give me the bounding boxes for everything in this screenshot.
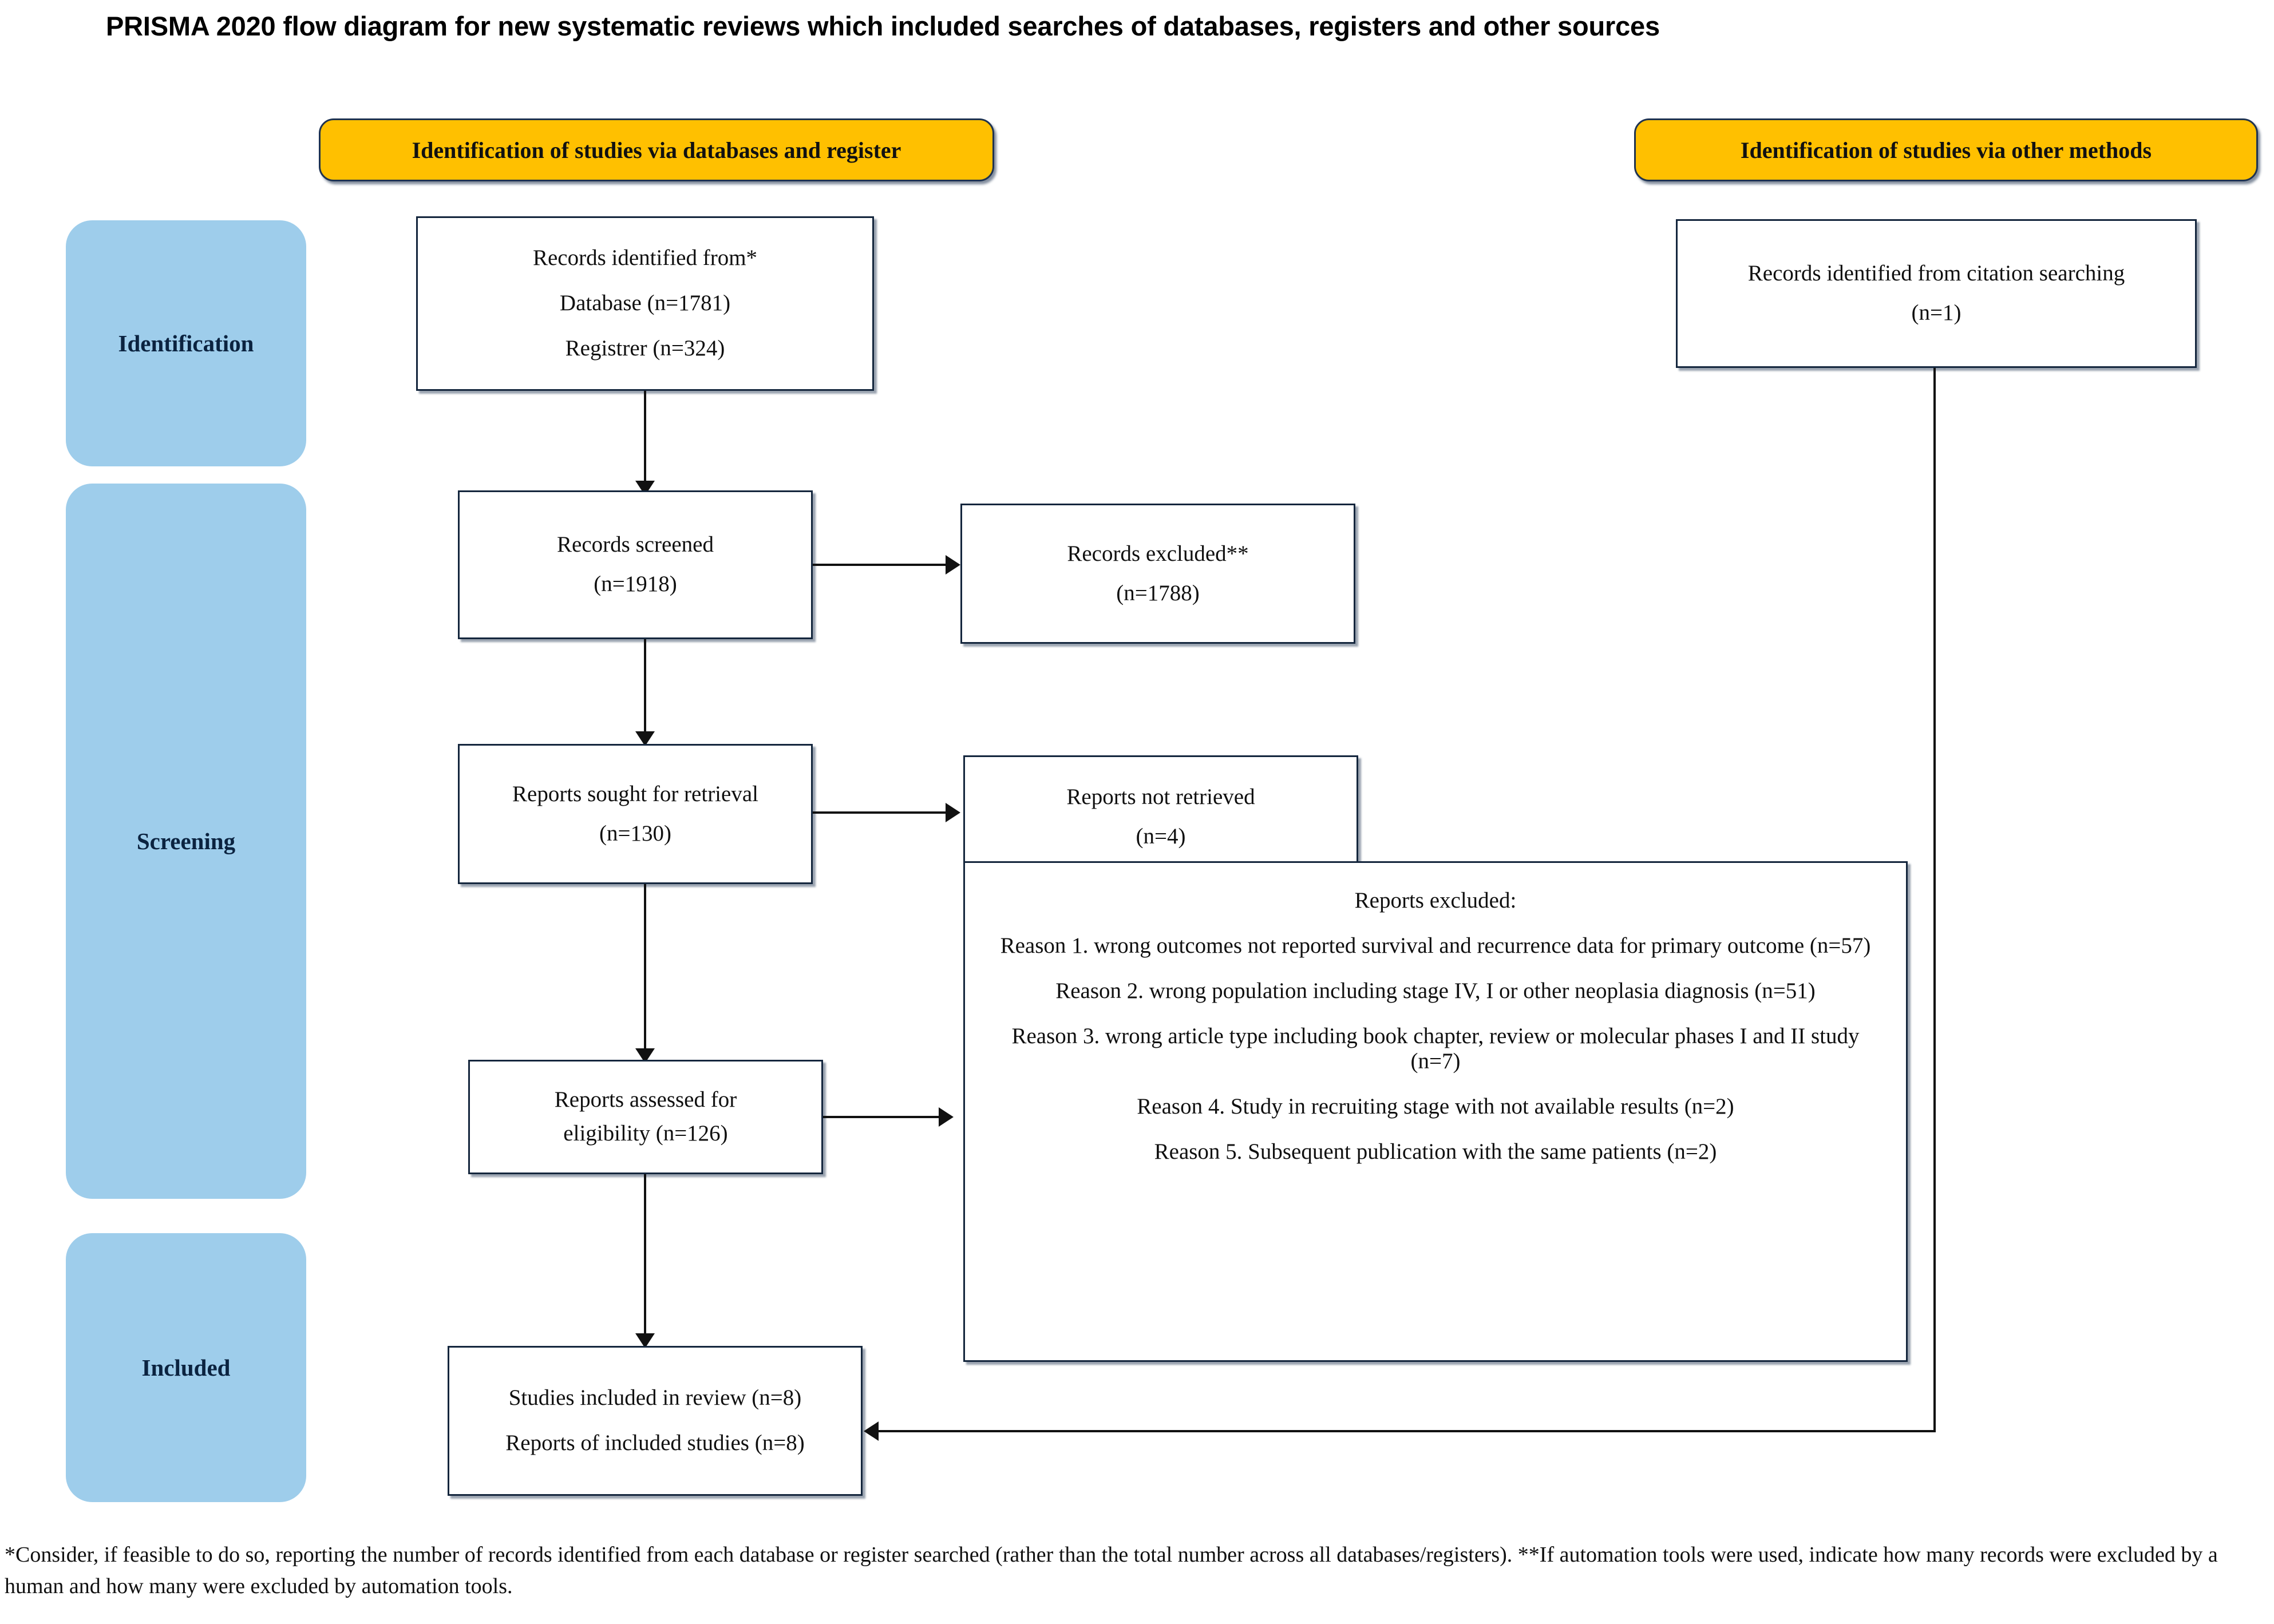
arrowhead-sought-to-not-retrieved bbox=[946, 803, 960, 822]
records-excluded-line-1: Records excluded** bbox=[1067, 541, 1249, 566]
footnote: *Consider, if feasible to do so, reporti… bbox=[5, 1543, 2218, 1599]
reports-sought-line-1: Reports sought for retrieval bbox=[512, 781, 758, 806]
banner-other-methods-label: Identification of studies via other meth… bbox=[1740, 137, 2152, 163]
page-title: PRISMA 2020 flow diagram for new systema… bbox=[106, 11, 1660, 41]
records-identified-line-3: Registrer (n=324) bbox=[565, 335, 725, 361]
arrowhead-assessed-to-reports-excluded bbox=[939, 1107, 954, 1127]
reports-excluded-reason-2: Reason 2. wrong population including sta… bbox=[1055, 978, 1816, 1003]
reports-excluded-reason-3: Reason 3. wrong article type including b… bbox=[1011, 1023, 1860, 1074]
arrowhead-citation-to-included bbox=[864, 1421, 879, 1441]
reports-excluded-reason-5: Reason 5. Subsequent publication with th… bbox=[1154, 1139, 1717, 1164]
reports-assessed-line-2: eligibility (n=126) bbox=[563, 1121, 728, 1146]
reports-assessed-line-1: Reports assessed for bbox=[554, 1087, 737, 1112]
records-excluded-line-2: (n=1788) bbox=[1116, 580, 1200, 605]
box-reports-not-retrieved: Reports not retrieved (n=4) bbox=[963, 755, 1358, 878]
box-records-excluded: Records excluded** (n=1788) bbox=[960, 504, 1355, 644]
banner-other-methods: Identification of studies via other meth… bbox=[1634, 118, 2258, 181]
reports-sought-line-2: (n=130) bbox=[599, 821, 671, 846]
reports-excluded-reason-1: Reason 1. wrong outcomes not reported su… bbox=[1000, 933, 1871, 958]
banner-databases-label: Identification of studies via databases … bbox=[412, 137, 901, 163]
box-studies-included: Studies included in review (n=8) Reports… bbox=[448, 1346, 863, 1496]
box-citation-searching: Records identified from citation searchi… bbox=[1676, 219, 2197, 368]
stage-screening-label: Screening bbox=[136, 828, 236, 854]
citation-searching-line-1: Records identified from citation searchi… bbox=[1747, 261, 2125, 286]
records-screened-line-2: (n=1918) bbox=[594, 572, 677, 596]
stage-included: Included bbox=[66, 1233, 306, 1502]
stage-included-label: Included bbox=[141, 1354, 231, 1381]
stage-screening: Screening bbox=[66, 484, 306, 1199]
records-identified-line-1: Records identified from* bbox=[532, 245, 758, 271]
connector-citation-horizontal bbox=[879, 1430, 1936, 1432]
arrowhead-screened-to-sought bbox=[635, 731, 655, 746]
stage-identification: Identification bbox=[66, 220, 306, 466]
studies-included-line-1: Studies included in review (n=8) bbox=[508, 1385, 802, 1411]
banner-databases-and-register: Identification of studies via databases … bbox=[319, 118, 994, 181]
reports-excluded-reason-4: Reason 4. Study in recruiting stage with… bbox=[1137, 1094, 1734, 1119]
connector-sought-to-not-retrieved bbox=[813, 811, 953, 814]
reports-not-retrieved-line-2: (n=4) bbox=[1136, 823, 1186, 849]
arrowhead-screened-to-excluded bbox=[946, 555, 960, 575]
reports-excluded-heading: Reports excluded: bbox=[1354, 888, 1517, 913]
connector-citation-vertical bbox=[1933, 368, 1936, 1431]
reports-not-retrieved-line-1: Reports not retrieved bbox=[1066, 784, 1255, 809]
stage-identification-label: Identification bbox=[118, 330, 254, 357]
connector-assessed-to-reports-excluded bbox=[823, 1116, 946, 1118]
connector-assessed-to-included bbox=[644, 1174, 646, 1340]
box-reports-sought: Reports sought for retrieval (n=130) bbox=[458, 744, 813, 884]
box-reports-assessed: Reports assessed for eligibility (n=126) bbox=[468, 1060, 823, 1174]
studies-included-line-2: Reports of included studies (n=8) bbox=[505, 1431, 805, 1455]
records-identified-line-2: Database (n=1781) bbox=[559, 291, 731, 316]
citation-searching-line-2: (n=1) bbox=[1911, 300, 1961, 325]
box-reports-excluded-reasons: Reports excluded: Reason 1. wrong outcom… bbox=[963, 861, 1908, 1362]
connector-screened-to-excluded bbox=[813, 564, 953, 566]
arrowhead-assessed-to-included bbox=[635, 1333, 655, 1348]
box-records-identified: Records identified from* Database (n=178… bbox=[416, 216, 874, 391]
box-records-screened: Records screened (n=1918) bbox=[458, 490, 813, 639]
connector-sought-to-assessed bbox=[644, 884, 646, 1056]
records-screened-line-1: Records screened bbox=[557, 532, 714, 557]
connector-identified-to-screened bbox=[644, 391, 646, 488]
connector-screened-to-sought bbox=[644, 639, 646, 739]
